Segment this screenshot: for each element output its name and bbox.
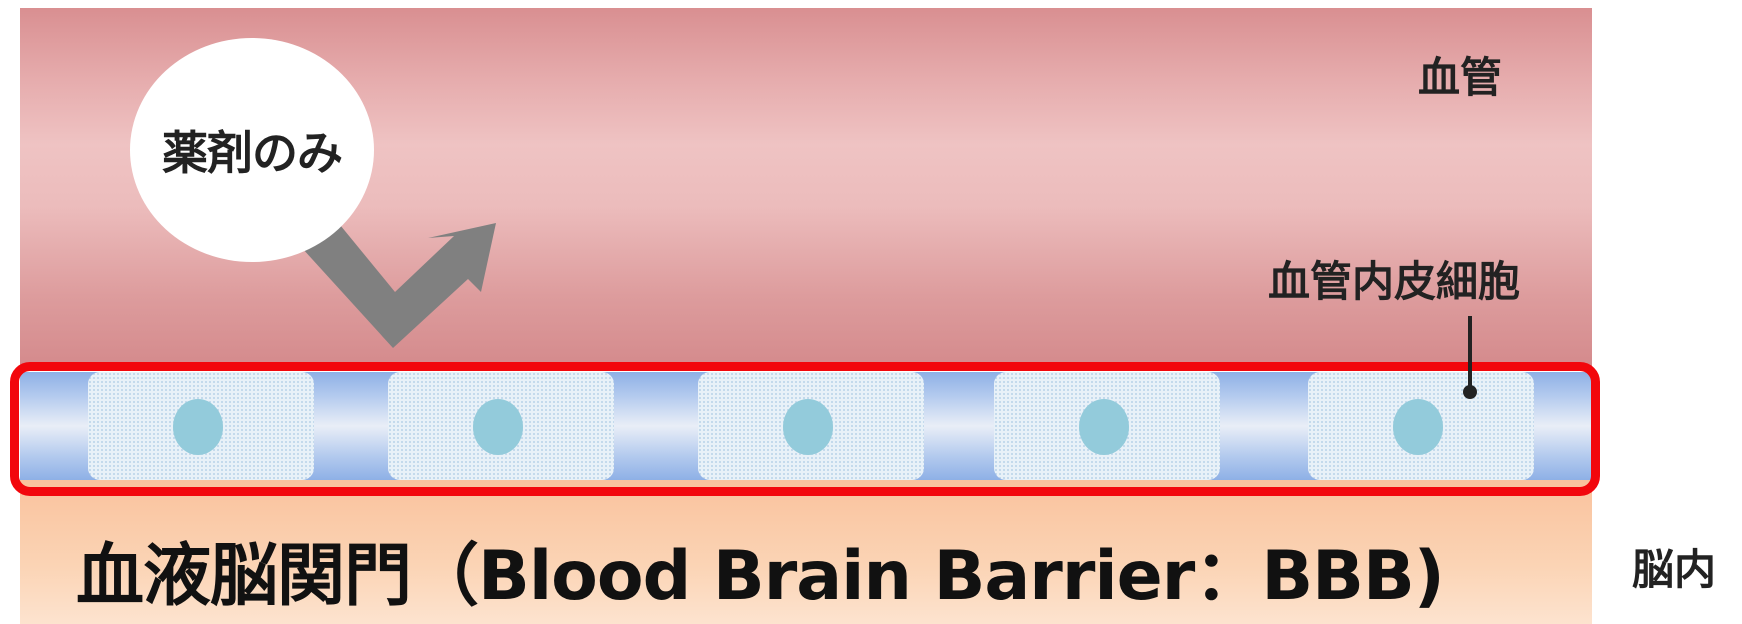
- drug-only-label: 薬剤のみ: [162, 117, 342, 183]
- endothelial-cell-label: 血管内皮細胞: [1268, 248, 1520, 309]
- vessel-label: 血管: [1418, 44, 1502, 105]
- pointer-dot: [1463, 385, 1477, 399]
- drug-only-bubble: 薬剤のみ: [130, 38, 374, 262]
- deflected-arrow-icon: [302, 220, 496, 348]
- brain-label: 脳内: [1632, 536, 1716, 597]
- bbb-label: 血液脳関門（Blood Brain Barrier：BBB): [76, 520, 1444, 619]
